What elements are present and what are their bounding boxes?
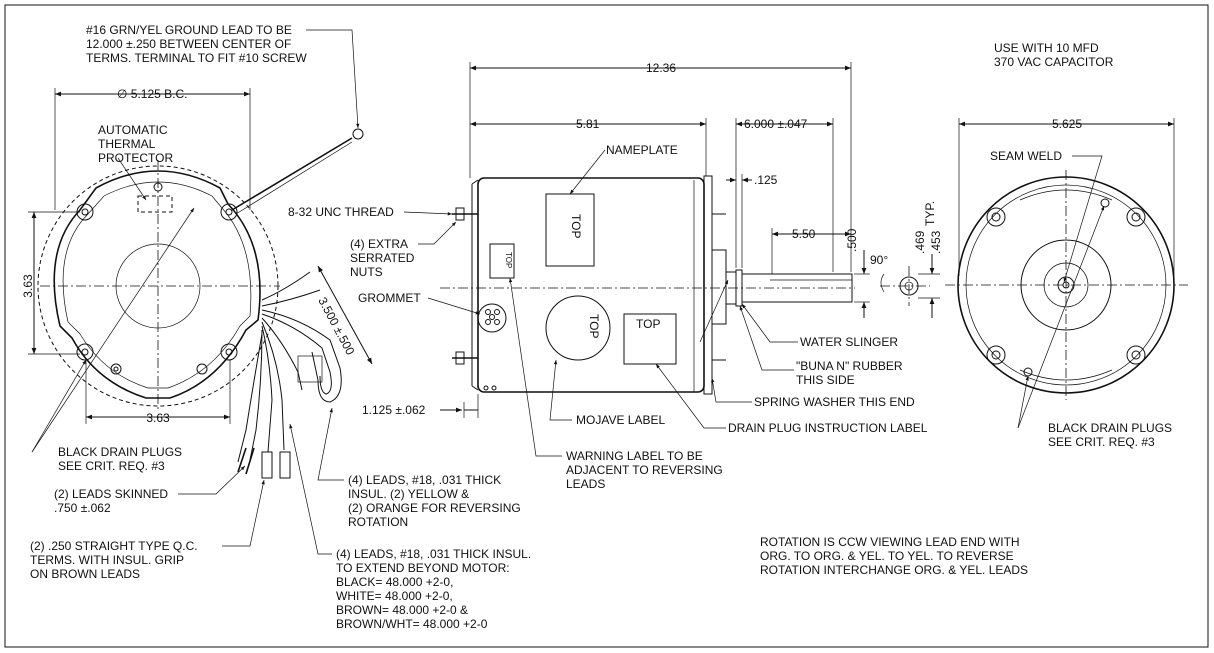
leads-4b-5: BROWN= 48.000 +2-0 & (336, 603, 468, 617)
side-view (403, 62, 940, 457)
leads-4b-3: BLACK= 48.000 +2-0, (336, 575, 453, 589)
drawing-frame: #16 GRN/YEL GROUND LEAD TO BE 12.000 ±.2… (4, 4, 1209, 648)
leads-4b-1: (4) LEADS, #18, .031 THICK INSUL. (336, 547, 531, 561)
rotation-note-2: ORG. TO ORG. & YEL. TO YEL. TO REVERSE (760, 549, 1014, 563)
angle-label: 90° (870, 253, 888, 267)
leads-skinned-2: .750 ±.062 (54, 501, 111, 515)
mojave-label (545, 295, 611, 361)
ground-lead-note-3: TERMS. TERMINAL TO FIT #10 SCREW (86, 51, 307, 65)
thermal-protector-outline (137, 195, 173, 213)
dim-581: 5.81 (576, 117, 600, 131)
leads-4a-4: ROTATION (348, 515, 408, 529)
thermal-label-2: THERMAL (98, 137, 156, 151)
nameplate-callout: NAMEPLATE (606, 143, 678, 157)
dim-500: .500 (845, 228, 859, 252)
rotation-note-3: ROTATION INTERCHANGE ORG. & YEL. LEADS (760, 563, 1028, 577)
qc-terms-2: TERMS. WITH INSUL. GRIP (30, 553, 184, 567)
dim-5625: 5.625 (1052, 117, 1082, 131)
right-end-view (945, 118, 1188, 429)
thread-label: 8-32 UNC THREAD (288, 205, 394, 219)
buna-label-1: "BUNA N" RUBBER (796, 359, 903, 373)
mojave-top: TOP (587, 314, 601, 338)
nuts-label-2: SERRATED (350, 251, 415, 265)
motor-drawing: #16 GRN/YEL GROUND LEAD TO BE 12.000 ±.2… (4, 4, 1209, 648)
dim-469: .469 (913, 230, 927, 254)
drain-instr-top: TOP (636, 317, 660, 331)
dim-1236: 12.36 (646, 61, 676, 75)
drain-instruction-label (623, 313, 677, 365)
leads-4b-2: TO EXTEND BEYOND MOTOR: (336, 561, 510, 575)
warning-label (489, 243, 515, 279)
leads-4b-4: WHITE= 48.000 +2-0, (336, 589, 453, 603)
dim-6000: 6.000 ±.047 (744, 117, 808, 131)
dim-363-vertical: 3.63 (21, 274, 35, 298)
dim-125: .125 (754, 173, 778, 187)
drain-left-2: SEE CRIT. REQ. #3 (58, 459, 165, 473)
ground-lead-note-2: 12.000 ±.250 BETWEEN CENTER OF (86, 37, 291, 51)
thermal-label-3: PROTECTOR (98, 151, 173, 165)
drain-right-2: SEE CRIT. REQ. #3 (1048, 435, 1155, 449)
leads-4a-1: (4) LEADS, #18, .031 THICK (348, 473, 501, 487)
drain-right-1: BLACK DRAIN PLUGS (1048, 421, 1172, 435)
water-slinger-label: WATER SLINGER (800, 335, 898, 349)
leads-skinned-1: (2) LEADS SKINNED (54, 487, 168, 501)
mojave-callout: MOJAVE LABEL (576, 413, 665, 427)
thermal-label-1: AUTOMATIC (98, 123, 168, 137)
seam-weld-label: SEAM WELD (990, 149, 1062, 163)
bc-dimension: ∅ 5.125 B.C. (117, 87, 188, 101)
dim-453: .453 (929, 230, 943, 254)
drain-instr-label: DRAIN PLUG INSTRUCTION LABEL (728, 421, 928, 435)
buna-label-2: THIS SIDE (796, 373, 855, 387)
grommet-label: GROMMET (358, 291, 421, 305)
nameplate-top: TOP (569, 214, 583, 238)
drain-left-1: BLACK DRAIN PLUGS (58, 445, 182, 459)
warning-callout-3: LEADS (566, 477, 605, 491)
qc-terms-1: (2) .250 STRAIGHT TYPE Q.C. (30, 539, 198, 553)
capacitor-note-2: 370 VAC CAPACITOR (994, 55, 1114, 69)
ground-lead-note-1: #16 GRN/YEL GROUND LEAD TO BE (86, 23, 292, 37)
border (4, 4, 1209, 648)
nuts-label-3: NUTS (350, 265, 383, 279)
nuts-label-1: (4) EXTRA (350, 237, 408, 251)
typ-label: TYP. (923, 201, 937, 226)
dim-550: 5.50 (792, 227, 816, 241)
qc-terms-3: ON BROWN LEADS (30, 567, 140, 581)
lead-wires (237, 271, 342, 479)
warning-top: TOP (504, 252, 513, 268)
leads-4b-6: BROWN/WHT= 48.000 +2-0 (336, 617, 488, 631)
warning-callout-1: WARNING LABEL TO BE (566, 449, 703, 463)
warning-callout-2: ADJACENT TO REVERSING (566, 463, 723, 477)
dim-1125: 1.125 ±.062 (362, 403, 426, 417)
capacitor-note-1: USE WITH 10 MFD (994, 41, 1099, 55)
spring-washer-label: SPRING WASHER THIS END (754, 395, 915, 409)
leads-4a-3: (2) ORANGE FOR REVERSING (348, 501, 521, 515)
rotation-note-1: ROTATION IS CCW VIEWING LEAD END WITH (760, 535, 1020, 549)
leads-4a-2: INSUL. (2) YELLOW & (348, 487, 469, 501)
left-end-view (28, 29, 373, 555)
dim-363-horizontal: 3.63 (146, 411, 170, 425)
